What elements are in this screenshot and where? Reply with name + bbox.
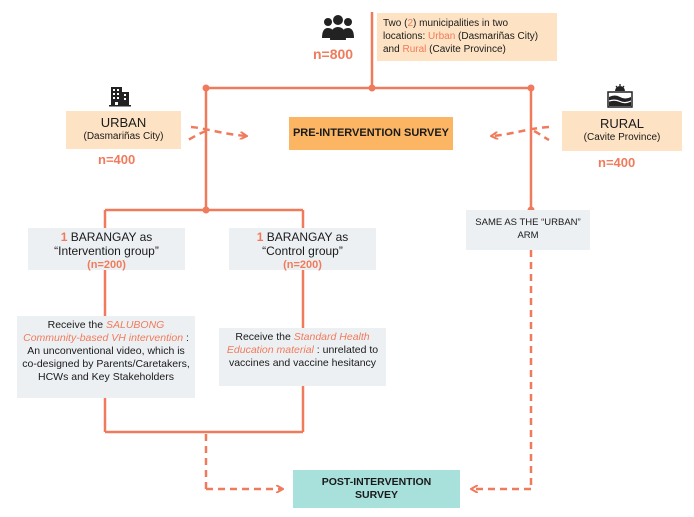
rural-arm-box: SAME AS THE “URBAN” ARM (466, 210, 590, 250)
control-group-box: 1 BARANGAY as “Control group” (n=200) (229, 228, 376, 271)
total-n: n=800 (313, 46, 354, 62)
landscape-icon (607, 83, 633, 109)
people-icon (321, 14, 355, 42)
building-icon (108, 83, 132, 107)
urban-place: (Dasmariñas City) (83, 131, 164, 142)
post-intervention-survey: POST-INTERVENTION SURVEY (293, 470, 460, 508)
rural-title: RURAL (599, 116, 645, 131)
urban-n: n=400 (98, 152, 136, 167)
pre-intervention-survey: PRE-INTERVENTION SURVEY (289, 117, 453, 150)
population-description: Two (2) municipalities in two locations:… (377, 13, 557, 61)
rural-box: RURAL (Cavite Province) (562, 111, 682, 151)
urban-box: URBAN (Dasmariñas City) (66, 111, 181, 149)
rural-place: (Cavite Province) (583, 132, 661, 143)
control-description: Receive the Standard Health Education ma… (219, 328, 386, 386)
intervention-description: Receive the SALUBONG Community-based VH … (17, 316, 195, 398)
intervention-group-box: 1 BARANGAY as “Intervention group” (n=20… (28, 228, 185, 271)
urban-title: URBAN (100, 115, 147, 130)
rural-n: n=400 (598, 155, 636, 170)
